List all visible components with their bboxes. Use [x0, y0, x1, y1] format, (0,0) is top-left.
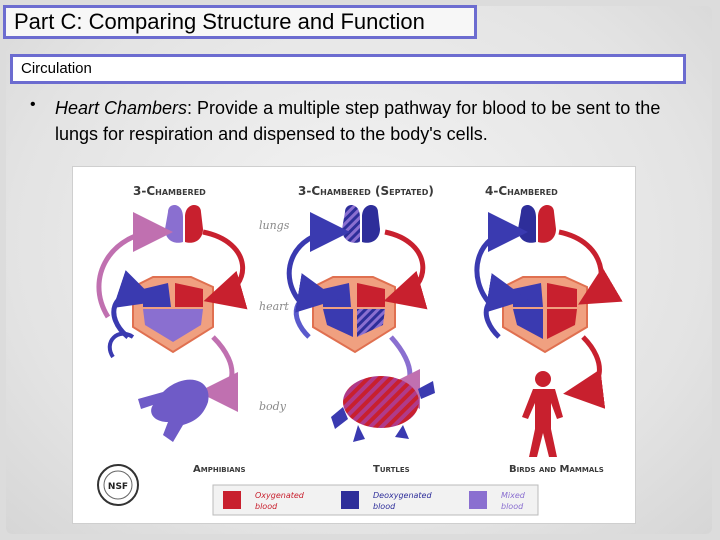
header-4-chambered: 4-Chambered: [485, 184, 558, 198]
legend-label-mixed-2: blood: [501, 502, 524, 511]
amphibian-circulation: [96, 205, 248, 442]
legend-label-deoxygenated-2: blood: [373, 502, 396, 511]
amphibian-lung-left: [165, 205, 183, 243]
frog-icon: [138, 379, 209, 442]
nsf-logo-text: NSF: [108, 482, 128, 492]
legend-label-oxygenated-2: blood: [255, 502, 278, 511]
bullet-text: Heart Chambers: Provide a multiple step …: [55, 95, 695, 147]
row-label-heart: heart: [259, 300, 289, 313]
label-turtles: Turtles: [373, 464, 410, 475]
row-label-lungs: lungs: [259, 219, 290, 232]
bullet-description: : Provide a multiple step pathway for bl…: [55, 98, 661, 144]
bullet-marker: •: [30, 96, 36, 113]
label-birds-and-mammals: Birds and Mammals: [509, 464, 604, 475]
legend-label-deoxygenated: Deoxygenated: [373, 491, 432, 500]
nsf-logo-icon: NSF: [97, 464, 139, 506]
row-label-body: body: [259, 400, 287, 413]
mammal-circulation: [474, 205, 623, 457]
section-heading: Circulation: [10, 54, 686, 84]
turtle-icon: [343, 376, 419, 428]
mammal-lung-right: [538, 205, 556, 243]
legend-label-mixed: Mixed: [501, 491, 526, 500]
legend-label-oxygenated: Oxygenated: [255, 491, 305, 500]
human-icon: [522, 371, 563, 457]
turtle-lung-left: [342, 205, 360, 243]
header-3-chambered: 3-Chambered: [133, 184, 206, 198]
label-amphibians: Amphibians: [193, 464, 246, 475]
legend: Oxygenated blood Deoxygenated blood Mixe…: [212, 484, 539, 516]
mammal-lung-left: [518, 205, 536, 243]
slide-title: Part C: Comparing Structure and Function: [3, 5, 477, 39]
legend-swatch-oxygenated: [223, 491, 241, 509]
amphibian-lung-right: [185, 205, 203, 243]
legend-swatch-mixed: [469, 491, 487, 509]
turtle-circulation: [286, 205, 435, 442]
turtle-lung-right: [362, 205, 380, 243]
legend-swatch-deoxygenated: [341, 491, 359, 509]
header-3-chambered-septated: 3-Chambered (Septated): [298, 184, 434, 198]
circulation-diagram: 3-Chambered 3-Chambered (Septated) 4-Cha…: [72, 166, 636, 524]
bullet-term: Heart Chambers: [55, 98, 188, 118]
circulation-illustration: 3-Chambered 3-Chambered (Septated) 4-Cha…: [96, 184, 623, 516]
